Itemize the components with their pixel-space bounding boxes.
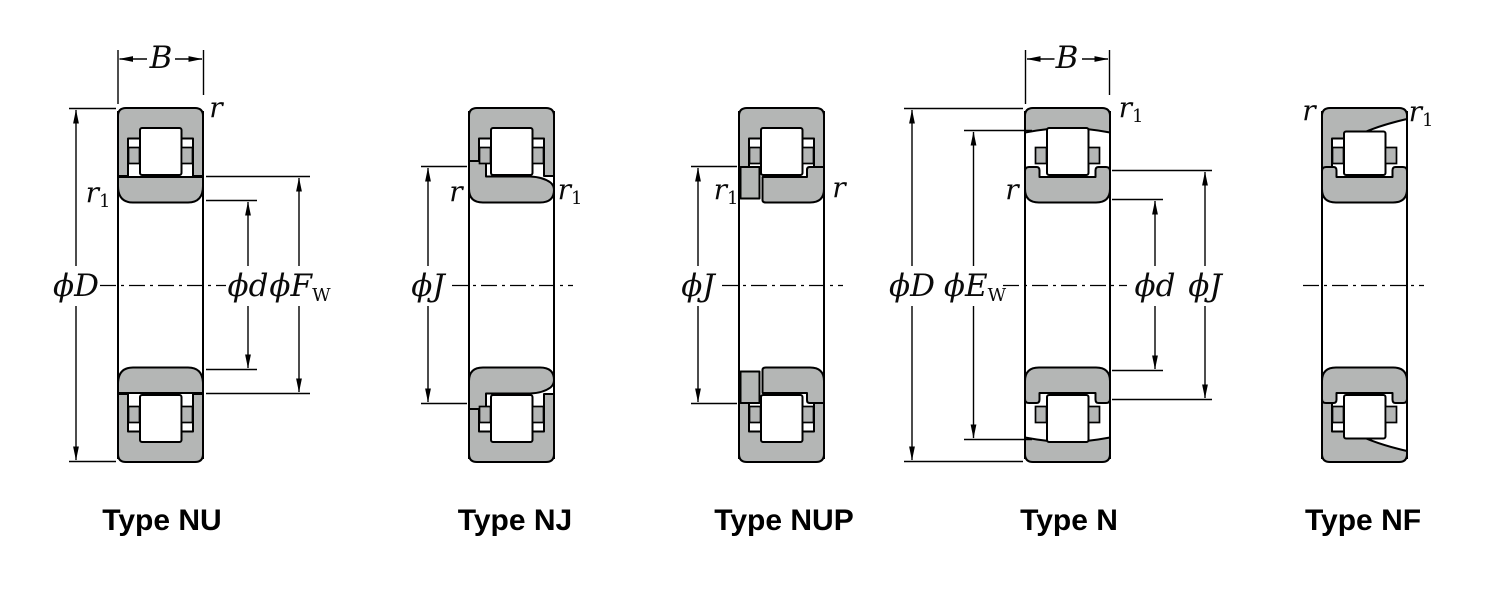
nup-type-caption: Type NUP	[714, 504, 853, 537]
diagram-type-nup: r1 r ϕJ Type NUP	[681, 107, 854, 537]
nu-dimension-lines	[69, 50, 310, 463]
nf-upper-section	[1321, 107, 1408, 204]
n-rib-diameter-label: ϕJ	[1188, 268, 1223, 304]
diagram-type-nj: r r1 ϕJ Type NJ	[411, 107, 583, 537]
nu-chamfer-r-label: r	[209, 91, 224, 124]
diagram-type-nu: B r r1 ϕD ϕd ϕFW Type NU	[53, 40, 331, 537]
nu-width-label: B	[149, 40, 173, 76]
nj-chamfer-r-label: r	[449, 175, 464, 208]
nu-bore-diameter-label: ϕd	[228, 268, 269, 304]
nj-upper-section	[468, 107, 555, 204]
nu-type-caption: Type NU	[102, 504, 221, 537]
nj-lower-section	[468, 366, 555, 463]
nup-chamfer-r-label: r	[832, 171, 847, 204]
n-lower-section	[1024, 366, 1111, 463]
n-dimension-lines	[904, 50, 1212, 463]
nup-raceway-diameter-label: ϕJ	[681, 268, 716, 304]
nup-chamfer-r1-label: r1	[714, 173, 739, 209]
nu-outside-diameter-label: ϕD	[53, 268, 99, 304]
n-raceway-diameter-label: ϕEW	[944, 268, 1007, 306]
n-bore-diameter-label: ϕd	[1135, 268, 1176, 304]
diagram-type-nf: r r1 Type NF	[1302, 94, 1433, 537]
nf-lower-section	[1321, 366, 1408, 463]
n-upper-section	[1024, 107, 1111, 204]
diagram-type-n: B r1 r ϕD ϕEW ϕd ϕJ Type N	[889, 40, 1223, 537]
nu-upper-section	[117, 107, 204, 204]
n-chamfer-r1-label: r1	[1119, 91, 1144, 127]
nj-raceway-diameter-label: ϕJ	[411, 268, 446, 304]
n-chamfer-r-label: r	[1005, 173, 1020, 206]
nf-chamfer-r1-label: r1	[1409, 95, 1434, 131]
nup-dimension-lines	[691, 165, 737, 405]
nj-type-caption: Type NJ	[458, 504, 572, 537]
nf-chamfer-r-label: r	[1302, 94, 1317, 127]
nup-lower-section	[738, 366, 825, 463]
nj-dimension-lines	[421, 165, 467, 405]
nu-raceway-diameter-label: ϕFW	[269, 268, 331, 306]
n-type-caption: Type N	[1020, 504, 1118, 537]
nj-chamfer-r1-label: r1	[558, 173, 583, 209]
n-outside-diameter-label: ϕD	[889, 268, 935, 304]
nu-chamfer-r1-label: r1	[86, 176, 111, 212]
nu-lower-section	[117, 366, 204, 463]
nf-type-caption: Type NF	[1305, 504, 1421, 537]
nup-upper-section	[738, 107, 825, 204]
n-width-label: B	[1055, 40, 1079, 76]
